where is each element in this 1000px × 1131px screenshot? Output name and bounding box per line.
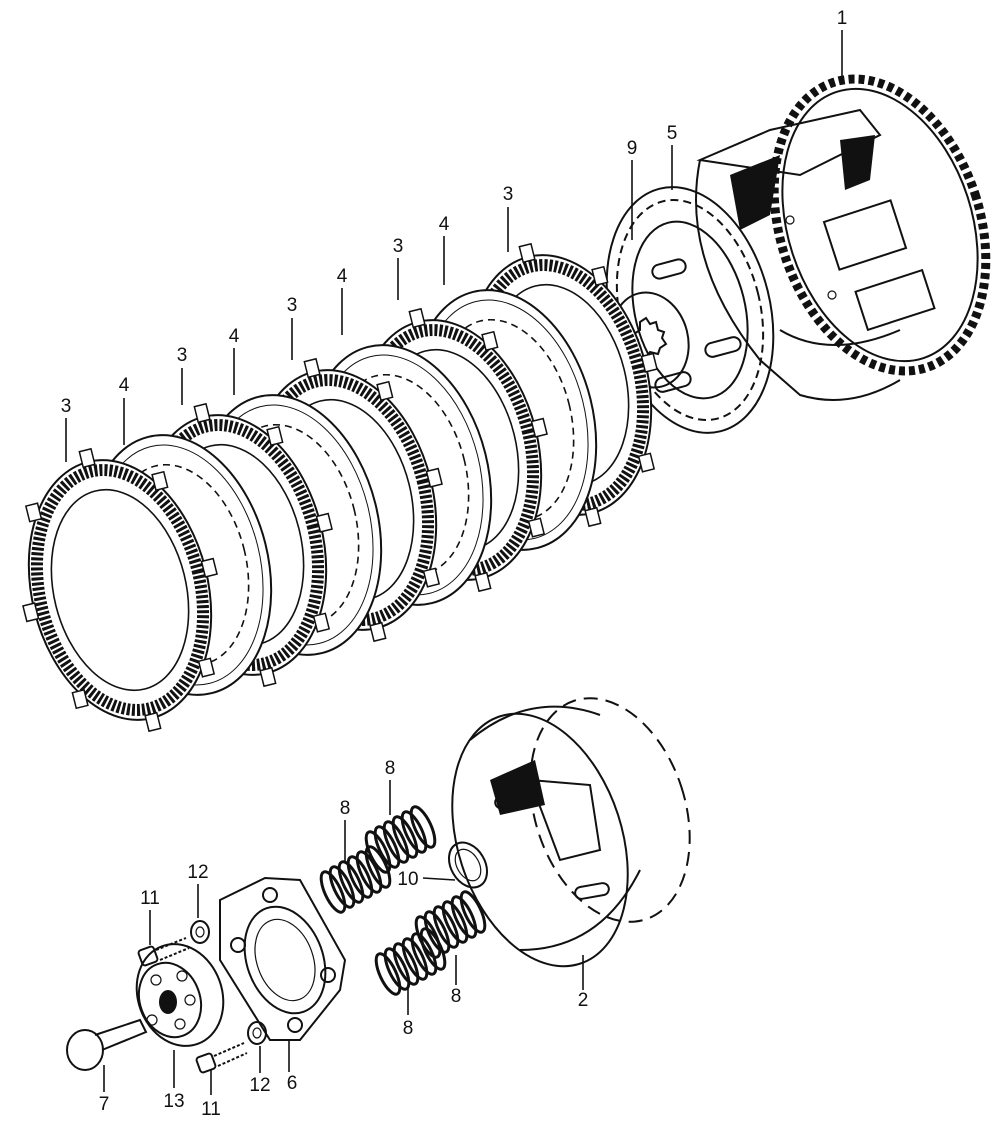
callout-5: 5: [667, 123, 678, 144]
callout-12-a: 12: [187, 862, 208, 883]
callout-4-a: 4: [119, 375, 130, 396]
callout-13: 13: [163, 1091, 184, 1112]
clutch-springs: [319, 805, 487, 996]
clutch-center: [451, 697, 691, 968]
callout-4-d: 4: [337, 266, 348, 287]
spring-1: [364, 805, 437, 874]
lifter-bearing: [135, 943, 225, 1047]
lifter-rod: [66, 1018, 148, 1071]
callout-4-e: 4: [439, 214, 450, 235]
callout-11-b: 11: [201, 1099, 221, 1120]
callout-2: 2: [578, 990, 589, 1011]
callout-3-f: 3: [503, 184, 514, 205]
bolt-upper: [137, 937, 190, 967]
callout-3-a: 3: [61, 396, 72, 417]
washer-upper: [190, 920, 210, 944]
spring-2: [319, 845, 392, 914]
callout-8-d: 8: [403, 1018, 414, 1039]
leader-lines: [65, 30, 843, 1095]
lifter-plate: [219, 876, 347, 1041]
friction-disc-1: [22, 447, 218, 733]
clutch-plate-stack: [22, 242, 658, 733]
callout-12-b: 12: [249, 1075, 270, 1096]
housing-gear-teeth: [769, 74, 991, 376]
callout-9: 9: [627, 138, 638, 159]
callout-1: 1: [837, 8, 848, 29]
callout-numbers: 1 2 3 3 3 3 3 4 4 4 4 5 6 7 8 8 8 8 9 10…: [61, 8, 848, 1120]
clutch-outer-housing: [695, 74, 991, 401]
callout-8-c: 8: [451, 986, 462, 1007]
callout-8-a: 8: [385, 758, 396, 779]
callout-4-c: 4: [229, 326, 240, 347]
snap-ring: [448, 841, 488, 889]
spring-3: [414, 890, 487, 959]
callout-3-d: 3: [287, 295, 298, 316]
washer-lower: [247, 1021, 267, 1045]
bolt-lower: [195, 1042, 248, 1074]
callout-3-e: 3: [393, 236, 404, 257]
callout-6: 6: [287, 1073, 298, 1094]
spring-4: [374, 927, 447, 996]
callout-10: 10: [397, 869, 418, 890]
pressure-plate: [605, 186, 775, 434]
callout-3-c: 3: [177, 345, 188, 366]
callout-11-a: 11: [140, 888, 160, 909]
callout-7: 7: [99, 1094, 110, 1115]
callout-8-b: 8: [340, 798, 351, 819]
